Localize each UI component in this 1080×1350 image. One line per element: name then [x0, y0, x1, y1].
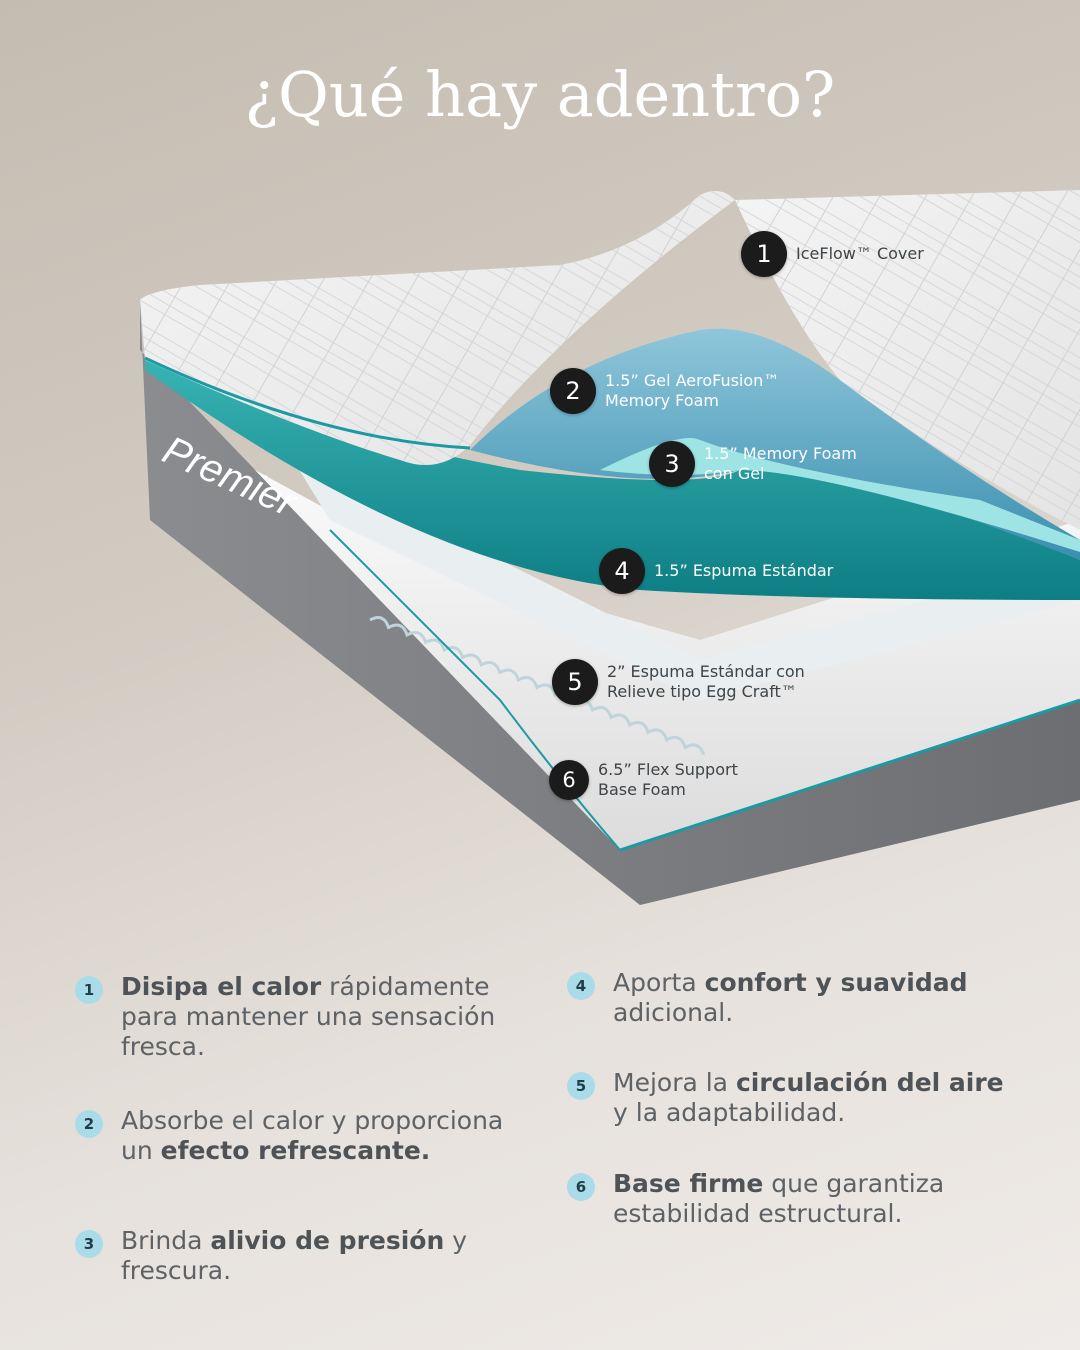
- feature-description: Disipa el calor rápidamente para mantene…: [121, 972, 496, 1061]
- feature-description: Base firme que garantiza estabilidad est…: [613, 1169, 945, 1228]
- feature-number-badge: 6: [567, 1173, 595, 1201]
- feature-item-2: 2 Absorbe el calor y proporciona un efec…: [75, 1106, 521, 1166]
- layer-number-badge: 4: [599, 548, 645, 594]
- layer-callout-3: 3 1.5” Memory Foam con Gel: [649, 441, 857, 487]
- feature-description: Brinda alivio de presión y frescura.: [121, 1226, 468, 1285]
- layer-number-badge: 1: [741, 231, 787, 277]
- layer-label: 1.5” Memory Foam con Gel: [704, 444, 857, 483]
- layer-number-badge: 6: [549, 760, 589, 800]
- feature-item-6: 6 Base firme que garantiza estabilidad e…: [567, 1169, 1013, 1229]
- feature-item-1: 1 Disipa el calor rápidamente para mante…: [75, 972, 521, 1062]
- layer-number-badge: 2: [550, 368, 596, 414]
- layer-callout-5: 5 2” Espuma Estándar con Relieve tipo Eg…: [552, 659, 805, 705]
- layer-label: 2” Espuma Estándar con Relieve tipo Egg …: [607, 662, 805, 701]
- feature-description: Mejora la circulación del aire y la adap…: [613, 1068, 1004, 1127]
- feature-description: Aporta confort y suavidad adicional.: [613, 968, 968, 1027]
- egg-crate-layer: [290, 455, 1080, 700]
- feature-item-5: 5 Mejora la circulación del aire y la ad…: [567, 1068, 1013, 1128]
- layer-callout-6: 6 6.5” Flex Support Base Foam: [549, 760, 738, 800]
- layer-callout-2: 2 1.5” Gel AeroFusion™ Memory Foam: [550, 368, 779, 414]
- layer-number-badge: 5: [552, 659, 598, 705]
- feature-item-4: 4 Aporta confort y suavidad adicional.: [567, 968, 1013, 1028]
- feature-number-badge: 3: [75, 1230, 103, 1258]
- feature-item-3: 3 Brinda alivio de presión y frescura.: [75, 1226, 521, 1286]
- layer-callout-4: 4 1.5” Espuma Estándar: [599, 548, 833, 594]
- feature-number-badge: 1: [75, 976, 103, 1004]
- page-title: ¿Qué hay adentro?: [244, 58, 836, 131]
- memory-foam-gel-band: [600, 438, 1080, 552]
- feature-number-badge: 2: [75, 1110, 103, 1138]
- feature-number-badge: 5: [567, 1072, 595, 1100]
- layer-label: 1.5” Espuma Estándar: [654, 561, 834, 580]
- layer-callout-1: 1 IceFlow™ Cover: [741, 231, 924, 277]
- feature-number-badge: 4: [567, 972, 595, 1000]
- feature-description: Absorbe el calor y proporciona un efecto…: [121, 1106, 504, 1165]
- egg-crate-bumps: [369, 616, 706, 756]
- layer-number-badge: 3: [649, 441, 695, 487]
- mattress-side-panel: [140, 300, 1080, 905]
- layer-label: IceFlow™ Cover: [796, 244, 924, 263]
- layer-label: 1.5” Gel AeroFusion™ Memory Foam: [605, 371, 780, 410]
- layer-label: 6.5” Flex Support Base Foam: [598, 760, 738, 799]
- standard-foam-layer: [145, 360, 1080, 600]
